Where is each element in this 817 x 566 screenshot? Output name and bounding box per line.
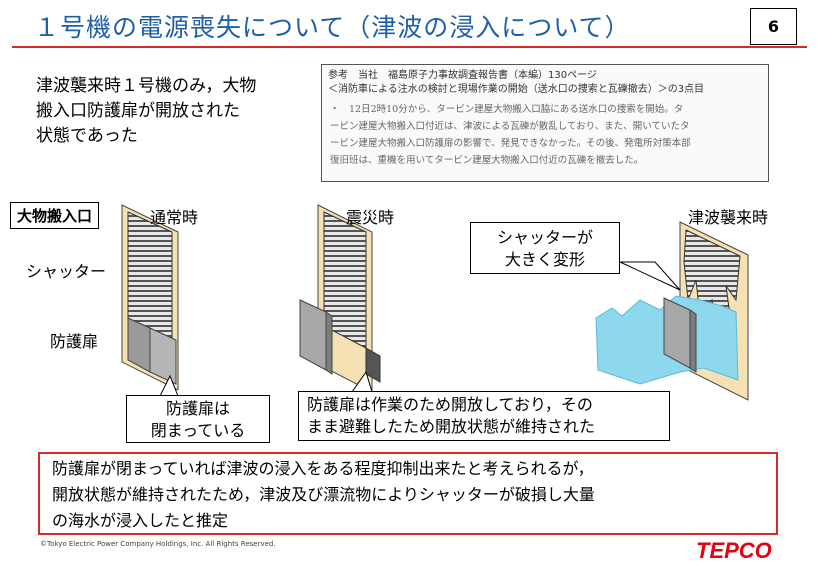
tepco-logo: TEPCO <box>696 538 772 562</box>
opening-earthquake <box>365 347 381 383</box>
entrance-label: 大物搬入口 <box>10 202 100 229</box>
door-label: 防護扉 <box>50 332 99 351</box>
state-label-tsunami: 津波襲来時 <box>688 208 769 227</box>
conclusion-box: 防護扉が閉まっていれば津波の浸入をある程度抑制出来たと考えられるが， 開放状態が… <box>38 452 778 535</box>
page-number: 6 <box>750 8 797 45</box>
callout-line: 防護扉は作業のため開放しており，その <box>307 395 593 414</box>
callout-door-open: 防護扉は作業のため開放しており，その まま避難したため開放状態が維持された <box>298 391 670 441</box>
logo-text: TEPCO <box>696 538 772 562</box>
intro-line: 搬入口防護扉が開放された <box>36 101 240 121</box>
conclusion-line: 防護扉が閉まっていれば津波の浸入をある程度抑制出来たと考えられるが， <box>52 459 594 478</box>
reference-header: 参考 当社 福島原子力事故調査報告書（本編）130ページ ＜消防車による注水の検… <box>328 69 764 97</box>
intro-line: 状態であった <box>36 126 138 146</box>
reference-excerpt: ・ 12日2時10分から、タービン建屋大物搬入口脇にある送水口の捜索を開始。タ … <box>330 101 756 169</box>
title-underline <box>12 46 807 48</box>
reference-excerpt-line: ービン建屋大物搬入口防護扉の影響で、発見できなかった。その後、発電所対策本部 <box>330 138 691 149</box>
reference-header-line: ＜消防車による注水の検討と現場作業の開始（送水口の捜索と瓦礫撤去）＞の3点目 <box>328 84 705 95</box>
panel-tsunami <box>595 221 749 401</box>
callout-line: 大きく変形 <box>504 250 585 269</box>
intro-line: 津波襲来時１号機のみ，大物 <box>36 76 257 96</box>
reference-header-line: 参考 当社 福島原子力事故調査報告書（本編）130ページ <box>328 70 597 81</box>
conclusion-line: 開放状態が維持されたため，津波及び漂流物によりシャッターが破損し大量 <box>52 485 595 504</box>
reference-box: 参考 当社 福島原子力事故調査報告書（本編）130ページ ＜消防車による注水の検… <box>321 64 769 182</box>
shutter-label: シャッター <box>26 262 107 281</box>
intro-text: 津波襲来時１号機のみ，大物 搬入口防護扉が開放された 状態であった <box>36 74 286 149</box>
reference-excerpt-line: ・ 12日2時10分から、タービン建屋大物搬入口脇にある送水口の捜索を開始。タ <box>330 104 684 115</box>
panel-earthquake <box>299 204 381 393</box>
panel-normal <box>121 204 179 391</box>
conclusion-line: の海水が浸入したと推定 <box>52 511 229 530</box>
callout-line: 閉まっている <box>150 421 246 440</box>
door-edge-earthquake <box>325 311 333 375</box>
callout-line: まま避難したため開放状態が維持された <box>307 417 596 436</box>
page-title: １号機の電源喪失について（津波の浸入について） <box>34 13 631 42</box>
callout-line: シャッターが <box>496 228 593 247</box>
door-front-normal <box>149 327 177 385</box>
door-edge-tsunami <box>689 309 697 373</box>
callout-shutter-deformed: シャッターが 大きく変形 <box>470 222 620 274</box>
reference-excerpt-line: ービン建屋大物搬入口付近は、津波による瓦礫が散乱しており、また、開いていたタ <box>330 121 690 132</box>
callout-door-closed: 防護扉は 閉まっている <box>126 395 270 443</box>
state-label-earthquake: 震災時 <box>346 208 395 227</box>
callout-pointer-shutter <box>619 261 681 291</box>
door-open-earthquake <box>299 299 327 371</box>
copyright-text: ©Tokyo Electric Power Company Holdings, … <box>40 540 276 548</box>
reference-excerpt-line: 復旧班は、重機を用いてタービン建屋大物搬入口付近の瓦礫を撤去した。 <box>330 155 644 166</box>
state-label-normal: 通常時 <box>150 208 199 227</box>
callout-line: 防護扉は <box>165 399 230 418</box>
